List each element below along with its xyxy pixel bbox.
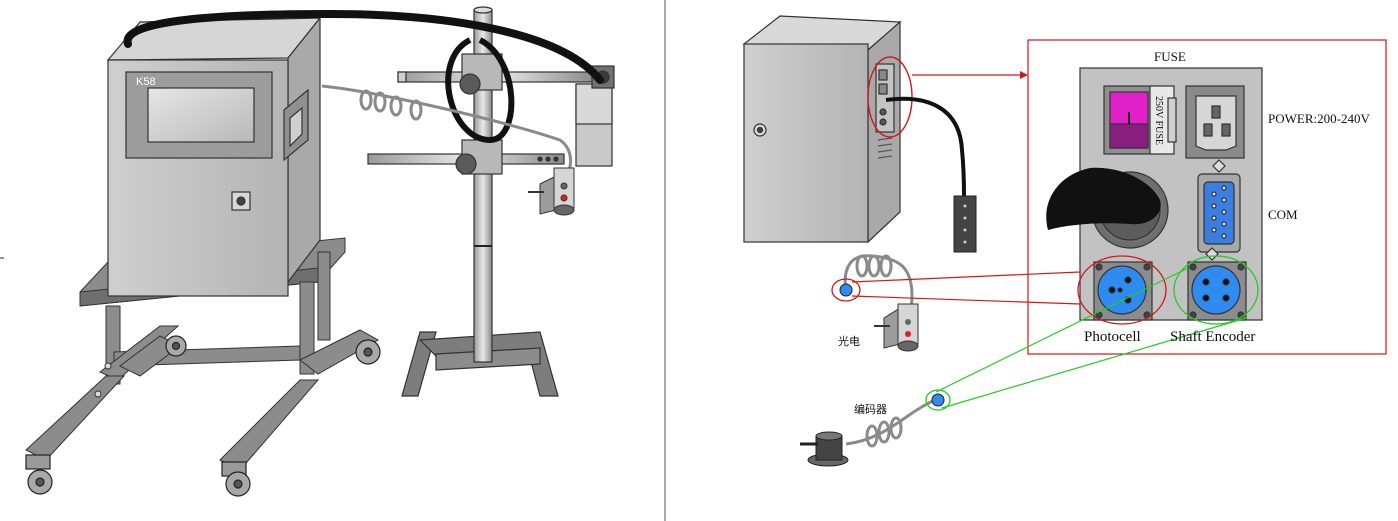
- shaft-encoder-sensor: [800, 389, 951, 467]
- photocell-link-top: [851, 271, 1081, 283]
- photocell-cn-label: 光电: [838, 334, 860, 348]
- touch-screen: [147, 87, 255, 143]
- umbilical-loop: [445, 37, 515, 144]
- photocell-sensor-right: [831, 254, 919, 352]
- photocell-highlight: [1077, 255, 1167, 325]
- umbilical-cable: [123, 9, 604, 84]
- photocell-sensor-left: [528, 167, 575, 216]
- model-label: K58: [136, 76, 156, 88]
- printer-stand-illustration: K58: [25, 6, 615, 497]
- control-cabinet: [742, 15, 902, 244]
- encoder-link-top: [935, 267, 1189, 393]
- encoder-cn-label: 编码器: [854, 402, 887, 416]
- bracket-stand: [367, 6, 597, 397]
- detail-frame: [1027, 39, 1387, 355]
- port-highlight: [867, 56, 913, 138]
- fuse-rating-text: 250V FUSE: [1153, 96, 1164, 145]
- printer-cabinet: [106, 16, 322, 297]
- power-label: POWER:200-240V: [1268, 111, 1370, 126]
- photocell-label: Photocell: [1084, 329, 1141, 345]
- sensor-cable-left: [321, 84, 572, 177]
- encoder-socket[interactable]: [1191, 265, 1241, 315]
- caster-wheels: [25, 335, 381, 497]
- head-cable-right: [885, 96, 966, 197]
- encoder-label: Shaft Encoder: [1170, 329, 1255, 345]
- print-head: [575, 65, 615, 167]
- encoder-highlight: [1173, 255, 1259, 325]
- connection-illustration: 250V FUSE: [742, 15, 1387, 467]
- com-label: COM: [1268, 207, 1298, 222]
- gland-cable: [1046, 167, 1161, 230]
- encoder-link-bottom: [941, 317, 1247, 409]
- photocell-link-bottom: [851, 295, 1081, 305]
- print-head-right: [953, 195, 977, 253]
- fuse-label: FUSE: [1154, 49, 1186, 64]
